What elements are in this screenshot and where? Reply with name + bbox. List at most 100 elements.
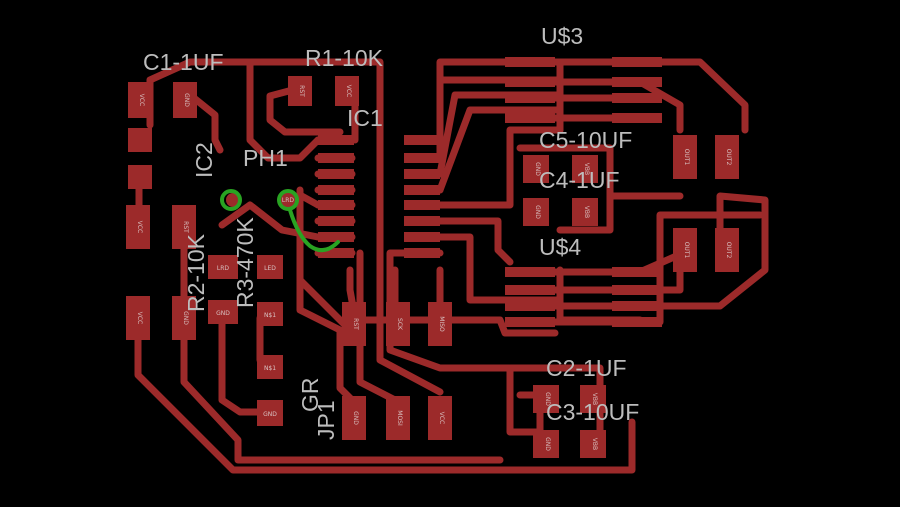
pad-r3-lrd-label: LRD: [217, 265, 230, 272]
pad-ph1-label: LRD: [282, 197, 295, 204]
pad-us4-out2: [715, 228, 739, 272]
ic1-pin-l3: [318, 169, 354, 179]
pad-c2-gnd: [533, 385, 559, 413]
pad-r3-gnd: [208, 300, 238, 324]
ic1-pin-l7: [318, 232, 354, 242]
pad-pgm-mosi-label: MOSI: [396, 410, 403, 426]
pad-us3-out1-label: OUT1: [683, 149, 690, 166]
pad-pgm-miso-label: MISO: [438, 316, 445, 332]
pad-c2-vbb-label: VBB: [591, 393, 598, 405]
us4-pin-l3: [505, 301, 555, 311]
pad-pgm-gnd: [342, 396, 366, 440]
label-c1: C1-1UF: [143, 49, 224, 75]
us3-pin-r2: [612, 77, 662, 87]
us4-pin-l1: [505, 267, 555, 277]
ic1-pin-l5: [318, 200, 354, 210]
label-us3: U$3: [541, 23, 583, 49]
pad-small-a: [128, 128, 152, 152]
us3-pin-r4: [612, 113, 662, 123]
pad-led: [257, 255, 283, 279]
us3-pin-r3: [612, 93, 662, 103]
silkscreen-labels: C1-1UF R1-10K U$3 IC1 IC2 PH1 C5-10UF C4…: [143, 23, 639, 440]
pad-r2-vcc2-label: VCC: [136, 312, 143, 324]
pad-r2-vcc2: [126, 296, 150, 340]
pad-c1-gnd: [173, 82, 197, 118]
ic1-pin-l2: [318, 153, 354, 163]
pad-c4-gnd-label: GND: [534, 205, 541, 219]
pad-c3-gnd-label: GND: [544, 437, 551, 451]
pad-r3-gnd-label: GND: [216, 310, 230, 317]
pad-ns1-a-label: N$1: [264, 312, 276, 319]
pad-us3-out2: [715, 135, 739, 179]
pad-r2-gnd: [172, 296, 196, 340]
us4-pin-r4: [612, 317, 662, 327]
ic1-pin-r7: [404, 232, 440, 242]
pad-pgm-rst: [342, 302, 366, 346]
us4-pin-l2: [505, 285, 555, 295]
us3-pin-l1: [505, 57, 555, 67]
us3-pin-r1: [612, 57, 662, 67]
label-jp1: JP1: [313, 400, 339, 440]
label-ic2: IC2: [191, 142, 217, 178]
pad-us4-out1: [673, 228, 697, 272]
pad-c2-gnd-label: GND: [544, 392, 551, 406]
us4-pin-r3: [612, 301, 662, 311]
pad-pgm-vcc: [428, 396, 452, 440]
pad-c1-vcc: [128, 82, 152, 118]
pad-gnd-bottom: [257, 400, 283, 426]
label-c5: C5-10UF: [539, 127, 632, 153]
pad-c1-vcc-label: VCC: [138, 94, 145, 106]
pad-ns1-a: [257, 302, 283, 326]
airwire-ring-left: [220, 189, 242, 211]
pad-ns1-b-label: N$1: [264, 365, 276, 372]
pad-us4-out1-label: OUT1: [683, 242, 690, 259]
pad-us4-out2-label: OUT2: [725, 242, 732, 259]
label-c2: C2-1UF: [546, 355, 627, 381]
pad-c5-gnd-label: GND: [534, 162, 541, 176]
pad-r2-rst-label: RST: [182, 221, 189, 233]
us3-pin-l3: [505, 93, 555, 103]
pad-c5-vbb-label: VBB: [583, 163, 590, 175]
pad-r3-lrd: [208, 255, 238, 279]
pads: VCC GND RST VCC VCC RST VCC GND LRD GND …: [126, 57, 739, 458]
ic1-pin-r8: [404, 248, 440, 258]
us4-pin-l4: [505, 317, 555, 327]
pad-r2-vcc-label: VCC: [136, 221, 143, 233]
label-gr: GR: [297, 378, 323, 413]
us3-pin-l2: [505, 77, 555, 87]
pad-led-label: LED: [264, 265, 276, 272]
pad-r1-rst: [288, 76, 312, 106]
ic1-pin-r6: [404, 216, 440, 226]
ic1-pin-l6: [318, 216, 354, 226]
pad-r1-vcc-label: VCC: [345, 85, 352, 97]
us3-pin-l4: [505, 113, 555, 123]
pad-c4-gnd: [523, 198, 549, 226]
pad-small-b: [128, 165, 152, 189]
pad-ph1: [279, 191, 297, 209]
pad-pgm-sck: [386, 302, 410, 346]
pad-r2-gnd-label: GND: [182, 311, 189, 325]
pad-c4-vbb: [572, 198, 598, 226]
label-us4: U$4: [539, 234, 581, 260]
ic1-pin-l8: [318, 248, 354, 258]
ic1-pin-r2: [404, 153, 440, 163]
pad-r2-vcc: [126, 205, 150, 249]
label-r3: R3-470K: [232, 217, 258, 308]
pad-r2-rst: [172, 205, 196, 249]
pad-c3-vbb-label: VBB: [591, 438, 598, 450]
airwire-ring-right: [277, 189, 299, 211]
pad-c2-vbb: [580, 385, 606, 413]
us4-pin-r1: [612, 267, 662, 277]
pad-c3-vbb: [580, 430, 606, 458]
pad-r1-rst-label: RST: [298, 85, 305, 97]
pad-pgm-miso: [428, 302, 452, 346]
airwire-curve: [288, 208, 340, 253]
pad-c5-gnd: [523, 155, 549, 183]
airwires: [220, 189, 340, 253]
label-ph1: PH1: [243, 145, 288, 171]
label-r2: R2-10K: [183, 233, 209, 312]
label-ic1: IC1: [347, 105, 383, 131]
pad-ns1-b: [257, 355, 283, 379]
ic1-pin-r5: [404, 200, 440, 210]
